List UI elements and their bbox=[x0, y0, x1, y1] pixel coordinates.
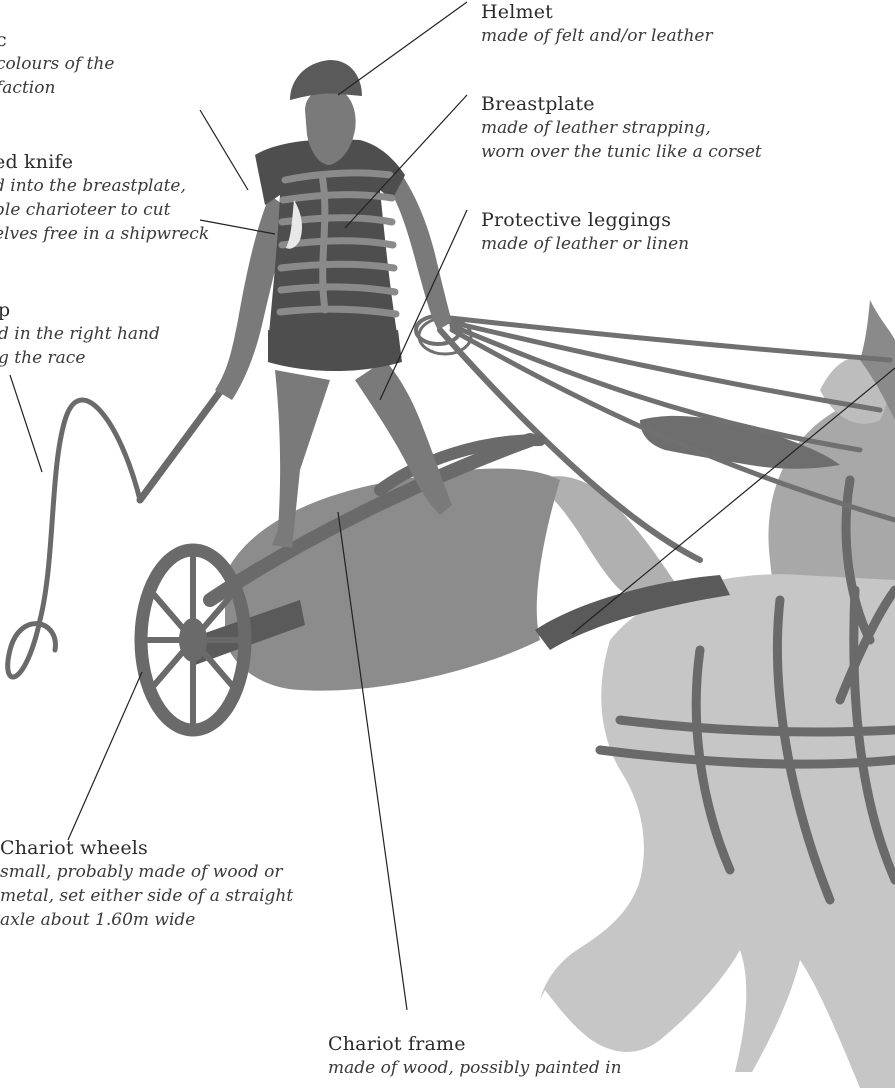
label-breastplate-title: Breastplate bbox=[481, 92, 762, 116]
label-wheels-title: Chariot wheels bbox=[0, 836, 293, 860]
charioteer bbox=[215, 60, 452, 548]
chariot-wheel bbox=[141, 550, 245, 730]
label-frame-desc: made of wood, possibly painted in bbox=[328, 1056, 622, 1080]
label-tunic-title: c bbox=[0, 28, 114, 52]
label-breastplate: Breastplate made of leather strapping, w… bbox=[481, 92, 762, 164]
leader-whip bbox=[10, 375, 42, 472]
label-breastplate-desc-line: worn over the tunic like a corset bbox=[481, 140, 762, 164]
label-wheels-desc-line: axle about 1.60m wide bbox=[0, 908, 293, 932]
label-breastplate-desc-line: made of leather strapping, bbox=[481, 116, 762, 140]
label-whip-desc-line: g the race bbox=[0, 346, 160, 370]
label-leggings: Protective leggings made of leather or l… bbox=[481, 208, 689, 256]
label-wheels: Chariot wheels small, probably made of w… bbox=[0, 836, 293, 932]
label-leggings-desc: made of leather or linen bbox=[481, 232, 689, 256]
label-frame-title: Chariot frame bbox=[328, 1032, 622, 1056]
label-whip: p d in the right hand g the race bbox=[0, 298, 160, 370]
label-wheels-desc-line: small, probably made of wood or bbox=[0, 860, 293, 884]
label-helmet-title: Helmet bbox=[481, 0, 713, 24]
label-helmet-desc: made of felt and/or leather bbox=[481, 24, 713, 48]
label-wheels-desc-line: metal, set either side of a straight bbox=[0, 884, 293, 908]
label-knife-desc-line: d into the breastplate, bbox=[0, 174, 209, 198]
label-tunic-desc-line: faction bbox=[0, 76, 114, 100]
label-knife: ed knife d into the breastplate, ble cha… bbox=[0, 150, 209, 246]
label-knife-desc-line: ble charioteer to cut bbox=[0, 198, 209, 222]
leader-helmet bbox=[338, 2, 467, 95]
label-leggings-title: Protective leggings bbox=[481, 208, 689, 232]
label-tunic: c colours of the faction bbox=[0, 28, 114, 100]
label-whip-title: p bbox=[0, 298, 160, 322]
leader-wheels bbox=[68, 672, 142, 840]
label-whip-desc-line: d in the right hand bbox=[0, 322, 160, 346]
label-knife-desc-line: elves free in a shipwreck bbox=[0, 222, 209, 246]
label-knife-title: ed knife bbox=[0, 150, 209, 174]
label-tunic-desc-line: colours of the bbox=[0, 52, 114, 76]
label-helmet: Helmet made of felt and/or leather bbox=[481, 0, 713, 48]
label-frame: Chariot frame made of wood, possibly pai… bbox=[328, 1032, 622, 1080]
